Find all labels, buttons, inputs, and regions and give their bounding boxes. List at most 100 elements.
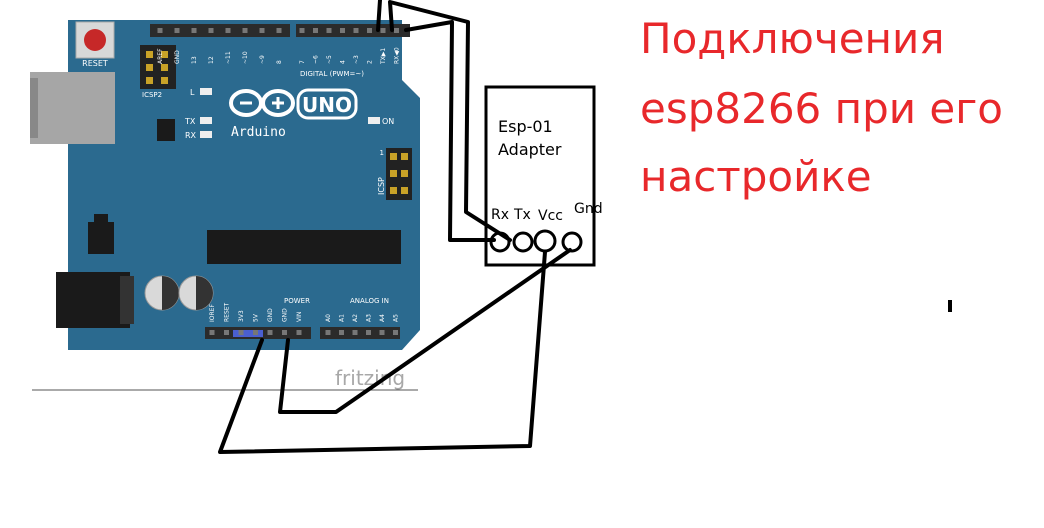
title-line-3: настройке xyxy=(640,152,872,201)
digital-pin xyxy=(157,28,163,33)
power-pin xyxy=(267,330,273,335)
voltage-regulator-tab xyxy=(94,214,108,222)
power-pin-label: 5V xyxy=(253,313,260,322)
digital-pin xyxy=(353,28,359,33)
led-on xyxy=(368,117,380,124)
digital-pin-label: 2 xyxy=(367,60,374,64)
wires xyxy=(218,0,572,454)
led-tx-label: TX xyxy=(184,117,196,126)
digital-pin xyxy=(367,28,372,33)
digital-pin xyxy=(394,28,399,33)
digital-pin-label: ~11 xyxy=(225,51,232,64)
digital-label: DIGITAL (PWM=~) xyxy=(300,70,364,78)
reset-label: RESET xyxy=(82,59,108,68)
digital-pin-label: RX◀0 xyxy=(394,47,401,64)
pin-label-tx: Tx xyxy=(513,207,531,223)
digital-pin-label: 8 xyxy=(276,60,283,64)
digital-pin-label: 13 xyxy=(191,56,198,64)
digital-pin xyxy=(313,28,318,33)
jumper-highlight xyxy=(233,330,263,337)
power-label: POWER xyxy=(284,297,310,305)
digital-pin xyxy=(225,28,231,33)
led-l-label: L xyxy=(190,88,195,97)
digital-pin-label: ~3 xyxy=(353,55,360,64)
analog-pin xyxy=(325,330,331,335)
title-line-1: Подключения xyxy=(640,14,945,63)
power-pin xyxy=(296,330,302,335)
digital-pin-label: ~5 xyxy=(326,55,333,64)
usb-connector-edge xyxy=(30,78,38,138)
digital-header xyxy=(150,24,410,37)
arduino-logo xyxy=(229,88,358,120)
usb-connector xyxy=(30,72,115,144)
digital-pin-label: 7 xyxy=(299,60,306,64)
analog-pin-label: A5 xyxy=(393,314,400,322)
analog-label: ANALOG IN xyxy=(350,297,389,305)
digital-pin-label: GND xyxy=(174,50,181,64)
uno-logo-text: UNO xyxy=(302,93,352,117)
analog-pin xyxy=(352,330,358,335)
digital-pin xyxy=(299,28,305,33)
dc-jack xyxy=(56,272,130,328)
digital-pin xyxy=(340,28,345,33)
digital-pin-label: AREF xyxy=(157,48,164,64)
pin-label-gnd: Gnd xyxy=(574,201,603,217)
power-pin xyxy=(238,330,244,335)
led-l xyxy=(200,88,212,95)
voltage-regulator xyxy=(88,222,114,254)
icsp2-header xyxy=(140,45,176,89)
analog-pin xyxy=(393,330,398,335)
wire-gnd-to-gnd xyxy=(278,248,572,414)
digital-pin xyxy=(191,28,197,33)
capacitor-left xyxy=(144,275,180,311)
brand-label: Arduino xyxy=(231,125,286,140)
power-pin-label: 3V3 xyxy=(238,310,245,322)
analog-pin-label: A2 xyxy=(352,314,359,322)
digital-pin-label: ~9 xyxy=(259,55,266,64)
led-rx-label: RX xyxy=(185,131,197,140)
led-rx xyxy=(200,131,212,138)
pin-label-vcc: Vcc xyxy=(538,208,563,224)
led-tx xyxy=(200,117,212,124)
adapter-pins xyxy=(489,229,583,253)
wire-vcc-to-3v3 xyxy=(218,250,547,454)
digital-pin-label: ~6 xyxy=(313,55,320,64)
icsp-one-label: 1 xyxy=(380,149,384,157)
power-pin xyxy=(282,330,287,335)
digital-pin-label: ~10 xyxy=(242,51,249,64)
digital-pin-label: TX▶1 xyxy=(380,48,387,65)
power-pin xyxy=(253,330,258,335)
dc-jack-edge xyxy=(120,276,134,324)
adapter-name: Esp-01 xyxy=(498,117,553,136)
analog-pin-label: A3 xyxy=(366,314,373,322)
power-pin-label: GND xyxy=(267,308,274,322)
power-pin-label: GND xyxy=(282,308,289,322)
analog-pin xyxy=(366,330,371,335)
icsp-header xyxy=(386,148,412,200)
icsp2-label: ICSP2 xyxy=(142,91,162,99)
digital-pin xyxy=(208,28,214,33)
digital-pin xyxy=(276,28,282,33)
digital-pin-label: 4 xyxy=(340,60,347,64)
wire-rx-to-tx xyxy=(404,20,496,242)
wire-pin1-stub xyxy=(376,0,382,32)
pin-vcc-circle xyxy=(533,229,557,253)
digital-pin-labels: AREF GND 13 12 ~11 ~10 ~9 8 7 ~6 ~5 4 ~3 2 TX▶1 RX◀0 xyxy=(157,28,401,65)
digital-pin-label: 12 xyxy=(208,56,215,64)
title-line-2: esp8266 при его xyxy=(640,84,1003,133)
reset-button xyxy=(84,29,106,51)
pin-gnd-circle xyxy=(561,231,583,253)
digital-pin xyxy=(326,28,332,33)
main-chip xyxy=(207,230,401,264)
power-pin xyxy=(224,330,229,335)
analog-pin-label: A4 xyxy=(379,314,386,322)
led-on-label: ON xyxy=(382,117,394,126)
digital-pin xyxy=(174,28,180,33)
board-body xyxy=(68,20,420,350)
analog-pin-label: A1 xyxy=(339,314,346,322)
capacitor-right xyxy=(178,275,214,311)
icsp-label: ICSP xyxy=(377,177,386,195)
power-pin-label: RESET xyxy=(224,302,231,322)
